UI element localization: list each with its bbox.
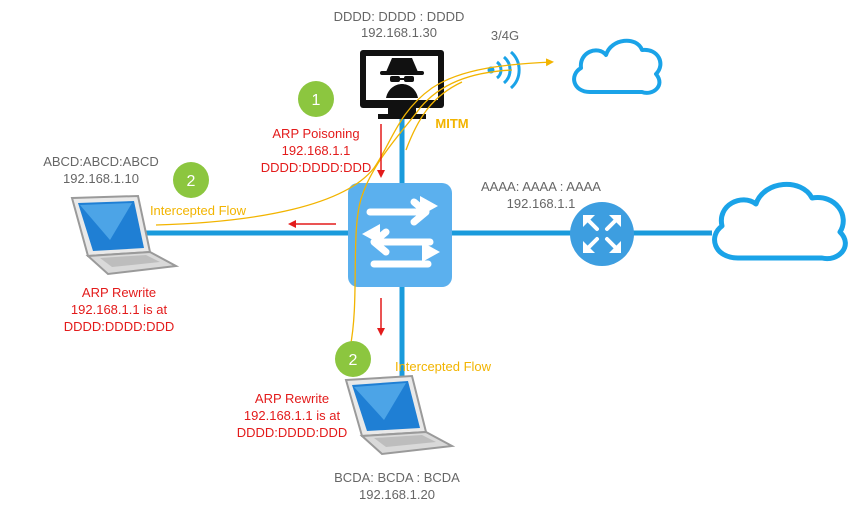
step-badge-2-left: 2 bbox=[173, 162, 209, 198]
left-arp-rewrite-ip: 192.168.1.1 is at bbox=[71, 302, 168, 317]
left-arp-rewrite-title: ARP Rewrite bbox=[82, 285, 156, 300]
wireless-label: 3/4G bbox=[491, 28, 519, 43]
arp-poisoning-mac: DDDD:DDDD:DDD bbox=[261, 160, 372, 175]
laptop-bottom-icon bbox=[344, 374, 456, 456]
router-ip-label: 192.168.1.1 bbox=[507, 196, 576, 211]
cloud-large-icon bbox=[712, 182, 848, 262]
flow-bottom-to-attacker bbox=[349, 69, 513, 349]
left-host-ip-label: 192.168.1.10 bbox=[63, 171, 139, 186]
bottom-host-ip-label: 192.168.1.20 bbox=[359, 487, 435, 502]
flow-attacker-loop bbox=[405, 81, 463, 151]
attacker-mac-label: DDDD: DDDD : DDDD bbox=[334, 9, 465, 24]
flow-left-to-attacker bbox=[155, 58, 554, 226]
left-intercepted-flow-label: Intercepted Flow bbox=[150, 203, 247, 218]
router-icon bbox=[570, 202, 634, 266]
router-mac-label: AAAA: AAAA : AAAA bbox=[481, 179, 601, 194]
cloud-small-icon bbox=[572, 38, 663, 95]
switch-icon bbox=[348, 183, 452, 287]
step-badge-2-bottom: 2 bbox=[335, 341, 371, 377]
attacker-monitor-icon bbox=[360, 50, 444, 119]
bottom-arp-rewrite-title: ARP Rewrite bbox=[255, 391, 329, 406]
step-badge-2-left-number: 2 bbox=[187, 173, 196, 190]
laptop-left-icon bbox=[70, 194, 180, 276]
arp-arrows bbox=[288, 124, 385, 336]
network-links bbox=[140, 112, 712, 380]
bottom-arp-rewrite-mac: DDDD:DDDD:DDD bbox=[237, 425, 348, 440]
step-badge-2-bottom-number: 2 bbox=[349, 352, 358, 369]
left-host-mac-label: ABCD:ABCD:ABCD bbox=[43, 154, 159, 169]
mitm-label: MITM bbox=[435, 116, 468, 131]
left-arp-rewrite-mac: DDDD:DDDD:DDD bbox=[64, 319, 175, 334]
step-badge-1-number: 1 bbox=[312, 92, 321, 109]
arp-poisoning-ip: 192.168.1.1 bbox=[282, 143, 351, 158]
attacker-ip-label: 192.168.1.30 bbox=[361, 25, 437, 40]
arp-poisoning-title: ARP Poisoning bbox=[272, 126, 359, 141]
intercepted-flows bbox=[155, 58, 554, 349]
bottom-host-mac-label: BCDA: BCDA : BCDA bbox=[334, 470, 460, 485]
bottom-arp-rewrite-ip: 192.168.1.1 is at bbox=[244, 408, 341, 423]
bottom-intercepted-flow-label: Intercepted Flow bbox=[395, 359, 492, 374]
step-badge-1: 1 bbox=[298, 81, 334, 117]
